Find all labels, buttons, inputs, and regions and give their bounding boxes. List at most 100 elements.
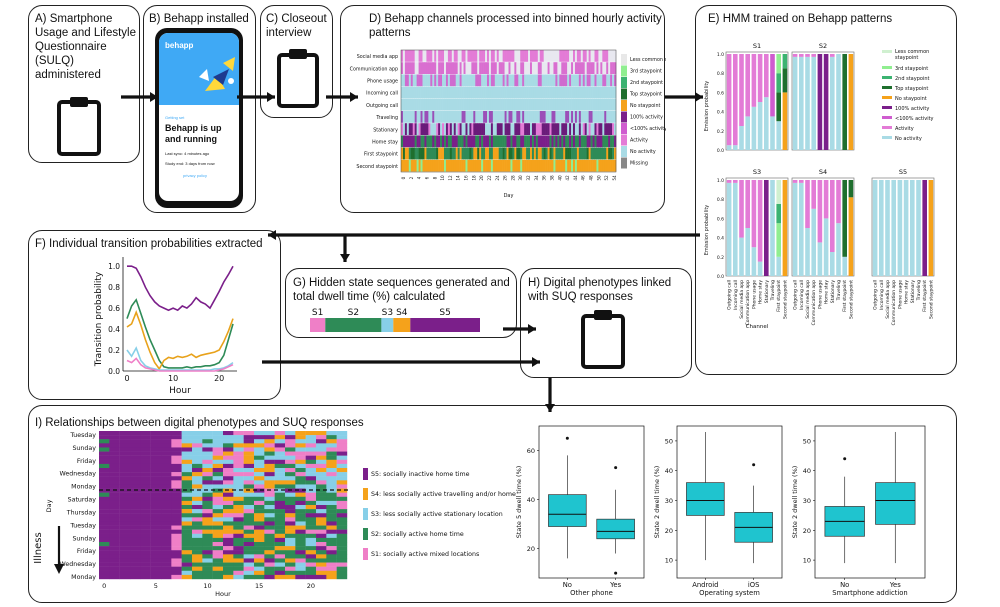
state-cell [171,451,182,456]
state-cell [181,533,193,539]
legend-swatch [882,66,892,69]
state-cell [243,496,255,502]
state-cell [243,537,255,543]
panel-d-title-line: patterns [369,27,411,39]
state-cell [99,570,110,576]
state-cell [316,533,327,539]
heatmap-cell [414,98,417,111]
dwell-segment [410,318,480,332]
state-cell [109,517,120,522]
state-cell [233,472,244,477]
iqr-box [596,518,635,540]
heatmap-cell [512,86,515,99]
heatmap-cell [576,98,580,111]
state-cell [336,431,348,436]
state-cell [130,546,141,551]
heatmap-cell [445,135,449,148]
day-tick-label: 6 [424,176,429,179]
state-cell [212,574,224,580]
heatmap-cell [504,135,507,148]
heatmap-cell [608,135,611,148]
heatmap-cell [481,123,484,135]
state-cell [161,463,172,469]
state-cell [192,574,203,580]
state-cell [305,492,317,497]
state-cell [150,554,162,559]
state-cell [274,550,286,555]
heatmap-cell [426,159,429,172]
state-cell [99,492,110,497]
heatmap-cell [516,74,519,87]
state-cell [305,574,317,580]
state-cell [130,435,141,440]
heatmap-cell [488,159,492,172]
heatmap-cell [504,86,507,99]
state-cell [305,562,317,567]
state-cell [336,500,348,506]
state-cell [264,431,275,436]
state-cell [212,558,224,563]
privacy-link[interactable]: privacy policy [183,173,208,178]
heatmap-cell [531,62,535,74]
emission-bar-segment [770,180,775,276]
heatmap-cell [426,86,429,99]
heatmap-cell [600,135,603,148]
state-cell [243,550,255,555]
state-cell [181,492,193,497]
state-cell [316,546,327,551]
heatmap-cell [504,98,507,111]
legend-label: No activity [895,136,922,142]
state-cell [264,533,275,539]
heatmap-cell [549,86,552,99]
heatmap-cell [522,50,525,62]
heatmap-cell [551,62,554,74]
heatmap-cell [459,111,462,123]
heatmap-cell [414,74,417,87]
state-cell [274,476,286,481]
heatmap-cell [410,98,414,111]
heatmap-cell [533,50,537,62]
state-cell [316,447,327,452]
state-cell [99,447,110,452]
heatmap-cell [422,98,425,111]
legend-label: No staypoint [630,103,661,109]
heatmap-cell [537,86,541,99]
heatmap-cell [522,147,525,160]
state-cell [140,439,151,444]
heatmap-cell [520,159,523,172]
heatmap-cell [477,123,480,135]
state-cell [336,439,348,444]
heatmap-cell [565,147,568,160]
heatmap-cell [528,62,531,74]
heatmap-cell [406,50,410,62]
state-cell [109,521,120,526]
state-cell [295,521,306,526]
state-cell [223,546,234,551]
heatmap-cell [414,111,417,123]
state-cell [243,500,255,506]
day-tick-label: 42 [565,175,570,181]
state-cell [254,500,265,506]
state-cell [202,492,213,497]
state-cell [305,550,317,555]
heatmap-cell [481,86,484,99]
heatmap-cell [598,147,601,160]
heatmap-cell [535,98,539,111]
state-cell [243,439,255,444]
heatmap-cell [524,74,527,87]
heatmap-cell [588,50,591,62]
state-cell [140,521,151,526]
legend-swatch [621,134,627,146]
heatmap-cell [559,50,562,62]
state-cell [243,468,255,473]
state-cell [295,468,306,473]
heatmap-cell [455,147,458,160]
state-cell [202,435,213,440]
state-cell [140,525,151,530]
heatmap-cell [488,98,492,111]
heatmap-cell [543,98,546,111]
heatmap-cell [596,62,599,74]
state-cell [326,500,337,506]
heatmap-cell [563,98,566,111]
state-cell [192,447,203,452]
